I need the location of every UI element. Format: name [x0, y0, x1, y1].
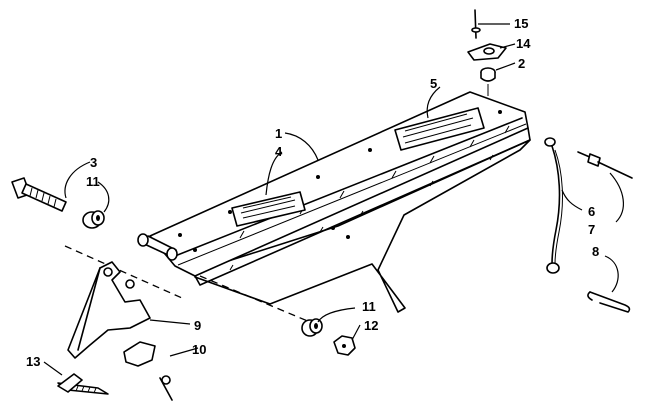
- leader-lines: [43, 23, 624, 376]
- mounting-holes: [178, 110, 502, 252]
- hairpin-clip-8: [587, 291, 631, 313]
- callout-9: 9: [194, 318, 201, 333]
- callout-5: 5: [430, 76, 437, 91]
- nut-12: [333, 335, 356, 356]
- callout-12: 12: [364, 318, 378, 333]
- cable-6: [544, 137, 563, 274]
- callout-14: 14: [516, 36, 531, 51]
- screw-15: [471, 9, 481, 39]
- callout-6: 6: [588, 204, 595, 219]
- callout-7: 7: [588, 222, 595, 237]
- callout-15: 15: [514, 16, 528, 31]
- callout-13: 13: [26, 354, 40, 369]
- plate-14: [467, 43, 507, 61]
- bushing-11-upper: [82, 210, 105, 229]
- callout-11-lower: 11: [362, 299, 376, 314]
- callout-4: 4: [275, 144, 283, 159]
- callout-2: 2: [518, 56, 525, 71]
- bushing-11-lower: [301, 318, 323, 337]
- centerline-right: [199, 275, 311, 323]
- grommet-2: [480, 67, 496, 82]
- decal-5: [394, 107, 485, 151]
- callout-1: 1: [275, 126, 282, 141]
- callout-10: 10: [192, 342, 206, 357]
- bracket-9: [67, 261, 151, 359]
- callout-3: 3: [90, 155, 97, 170]
- centerline: [64, 245, 183, 299]
- pin-plate-10: [123, 341, 173, 401]
- callout-labels: 1 2 3 4 5 6 7 8 9 10 11 11 12 13 14 15: [26, 16, 599, 369]
- decal-4: [231, 191, 306, 227]
- callout-11-upper: 11: [86, 174, 100, 189]
- clip-13: [57, 373, 109, 395]
- long-bolt-3: [11, 177, 67, 212]
- callout-8: 8: [592, 244, 599, 259]
- pin-7: [577, 151, 633, 179]
